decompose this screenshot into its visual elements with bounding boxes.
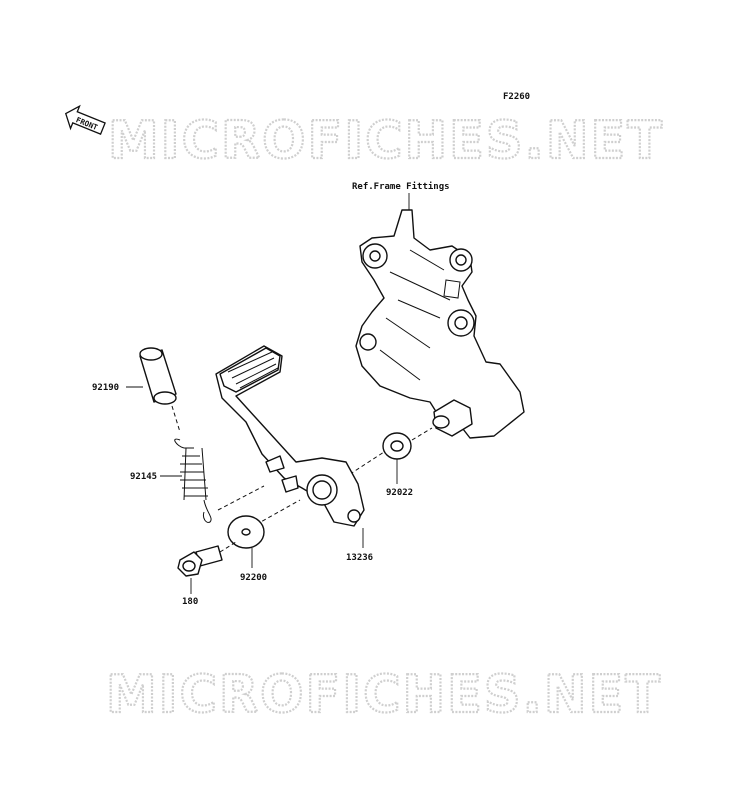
part-label-92190: 92190 — [92, 383, 119, 393]
front-arrow-icon: FRONT — [64, 104, 106, 135]
part-label-92022: 92022 — [386, 488, 413, 498]
watermark-top: MICROFICHES.NET — [108, 111, 664, 171]
washer-small — [382, 432, 412, 460]
reference-label: Ref.Frame Fittings — [352, 181, 450, 192]
part-label-92145: 92145 — [130, 472, 157, 482]
pivot-bolt — [177, 545, 223, 577]
cap-sleeve — [139, 347, 177, 405]
figure-code: F2260 — [503, 92, 530, 102]
return-spring — [174, 438, 212, 523]
washer-large — [227, 515, 265, 549]
part-label-13236: 13236 — [346, 553, 373, 563]
brake-pedal — [215, 345, 365, 527]
part-label-180: 180 — [182, 597, 198, 607]
part-label-92200: 92200 — [240, 573, 267, 583]
frame-bracket — [355, 209, 525, 439]
watermark-bottom: MICROFICHES.NET — [106, 665, 662, 725]
